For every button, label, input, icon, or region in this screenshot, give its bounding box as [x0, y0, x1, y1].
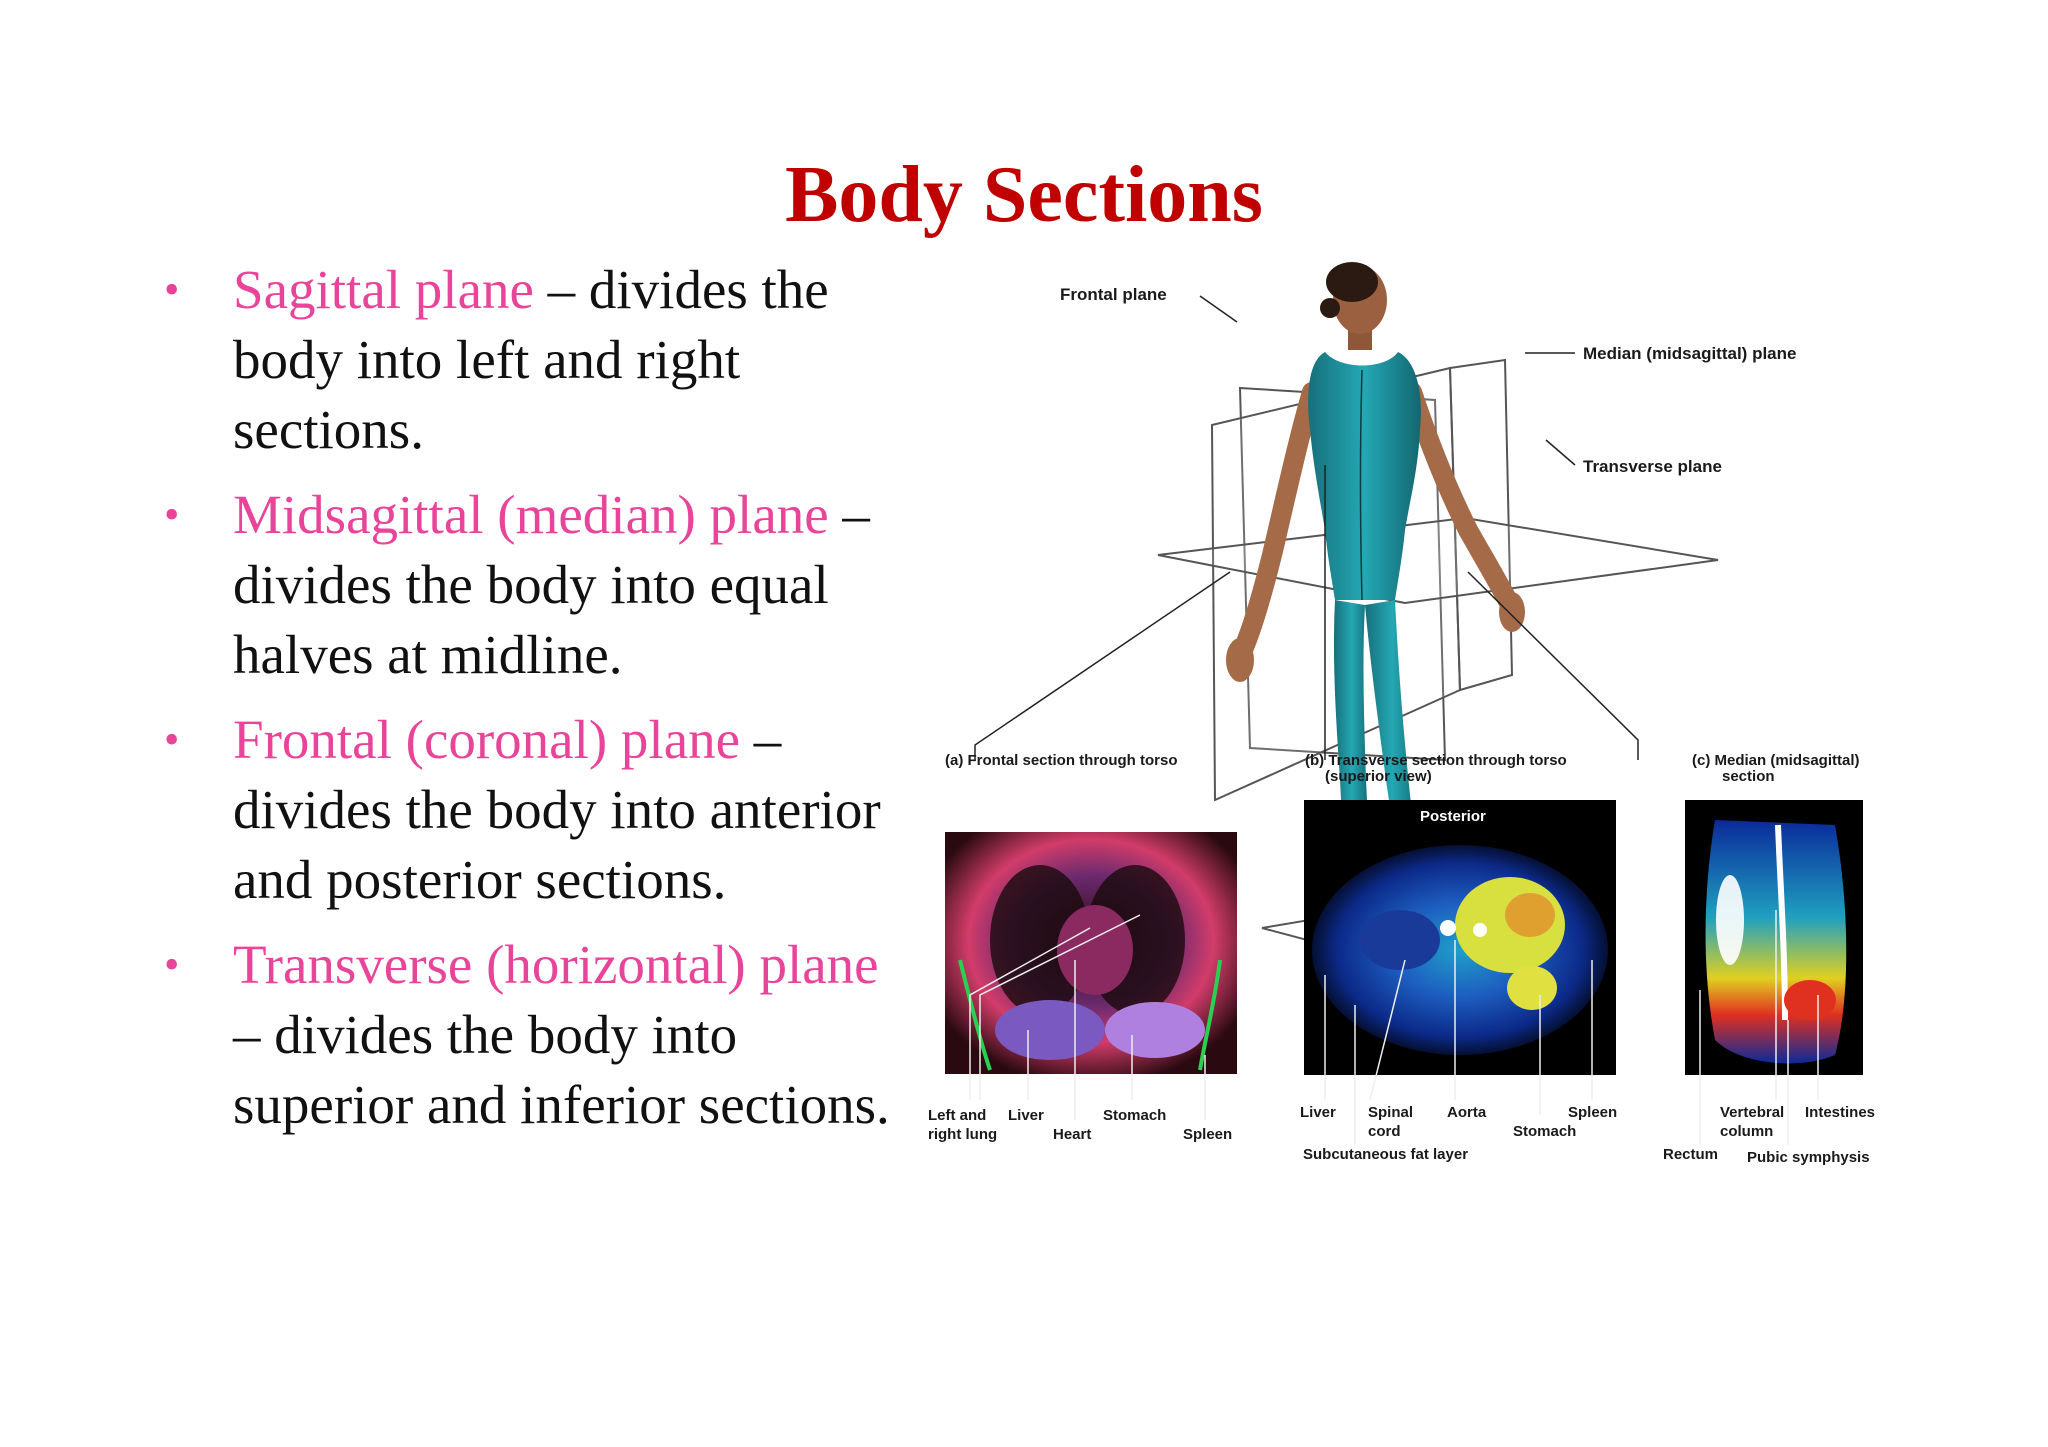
bullet-dot: • — [164, 940, 180, 989]
bullet-transverse: • Transverse (horizontal) plane – divide… — [160, 930, 900, 1140]
mri-c-label-lines — [1699, 910, 1819, 1145]
caption-c-sub: section — [1722, 768, 1775, 785]
label-vertebral-column-2: column — [1720, 1123, 1773, 1140]
bullet-text: – divides the body into equal halves at … — [233, 484, 870, 685]
bullet-dot: • — [164, 715, 180, 764]
bullet-text: – divides the body into superior and inf… — [233, 1004, 890, 1135]
label-spinal-cord-2: cord — [1368, 1123, 1401, 1140]
label-liver-b: Liver — [1300, 1104, 1336, 1121]
section-line-c — [1467, 571, 1639, 760]
frontal-plane-label: Frontal plane — [1060, 285, 1167, 304]
label-stomach-b: Stomach — [1513, 1123, 1576, 1140]
bullet-term: Transverse (horizontal) plane — [233, 934, 879, 995]
mri-b-label-lines — [1324, 940, 1593, 1145]
label-aorta: Aorta — [1447, 1104, 1487, 1121]
label-left-right-lung-2: right lung — [928, 1126, 997, 1143]
label-rectum: Rectum — [1663, 1146, 1718, 1163]
mri-transverse-section — [1304, 800, 1616, 1075]
caption-b-sub: (superior view) — [1325, 768, 1432, 785]
bullet-text: – divides the body into left and right s… — [233, 259, 829, 460]
label-heart: Heart — [1053, 1126, 1091, 1143]
body-planes-figure: Frontal plane Median (midsagittal) plane… — [900, 260, 1950, 1400]
bullet-term: Frontal (coronal) plane — [233, 709, 741, 770]
bullet-text: – divides the body into anterior and pos… — [233, 709, 881, 910]
label-intestines: Intestines — [1805, 1104, 1875, 1121]
mri-frontal-section — [945, 832, 1237, 1074]
label-left-right-lung-1: Left and — [928, 1107, 986, 1124]
label-subcutaneous-fat: Subcutaneous fat layer — [1303, 1146, 1468, 1163]
label-stomach-a: Stomach — [1103, 1107, 1166, 1124]
label-vertebral-column-1: Vertebral — [1720, 1104, 1784, 1121]
frontal-plane-pointer — [1199, 295, 1238, 323]
label-spleen-b: Spleen — [1568, 1104, 1617, 1121]
bullet-frontal: • Frontal (coronal) plane – divides the … — [160, 705, 900, 915]
label-spinal-cord-1: Spinal — [1368, 1104, 1413, 1121]
caption-a: (a) Frontal section through torso — [945, 752, 1178, 769]
label-spleen-a: Spleen — [1183, 1126, 1232, 1143]
slide-title: Body Sections — [785, 151, 1263, 239]
transverse-plane-pointer — [1545, 439, 1576, 466]
bullet-term: Midsagittal (median) plane — [233, 484, 829, 545]
bullet-dot: • — [164, 265, 180, 314]
bullet-list: • Sagittal plane – divides the body into… — [160, 255, 900, 1155]
bullet-dot: • — [164, 490, 180, 539]
median-plane-back — [1448, 358, 1514, 692]
label-liver-a: Liver — [1008, 1107, 1044, 1124]
anatomy-figure-svg: Frontal plane Median (midsagittal) plane… — [928, 262, 1875, 1166]
bullet-sagittal: • Sagittal plane – divides the body into… — [160, 255, 900, 465]
median-plane-label: Median (midsagittal) plane — [1583, 344, 1796, 363]
caption-b: (b) Transverse section through torso — [1305, 752, 1567, 769]
bullet-midsagittal: • Midsagittal (median) plane – divides t… — [160, 480, 900, 690]
label-pubic-symphysis: Pubic symphysis — [1747, 1149, 1870, 1166]
posterior-label: Posterior — [1420, 808, 1486, 825]
caption-c: (c) Median (midsagittal) — [1692, 752, 1860, 769]
section-line-a — [974, 571, 1231, 760]
mri-median-section — [1685, 800, 1863, 1075]
bullet-term: Sagittal plane — [233, 259, 534, 320]
mri-a-label-lines — [969, 914, 1206, 1120]
transverse-plane-label: Transverse plane — [1583, 457, 1722, 476]
